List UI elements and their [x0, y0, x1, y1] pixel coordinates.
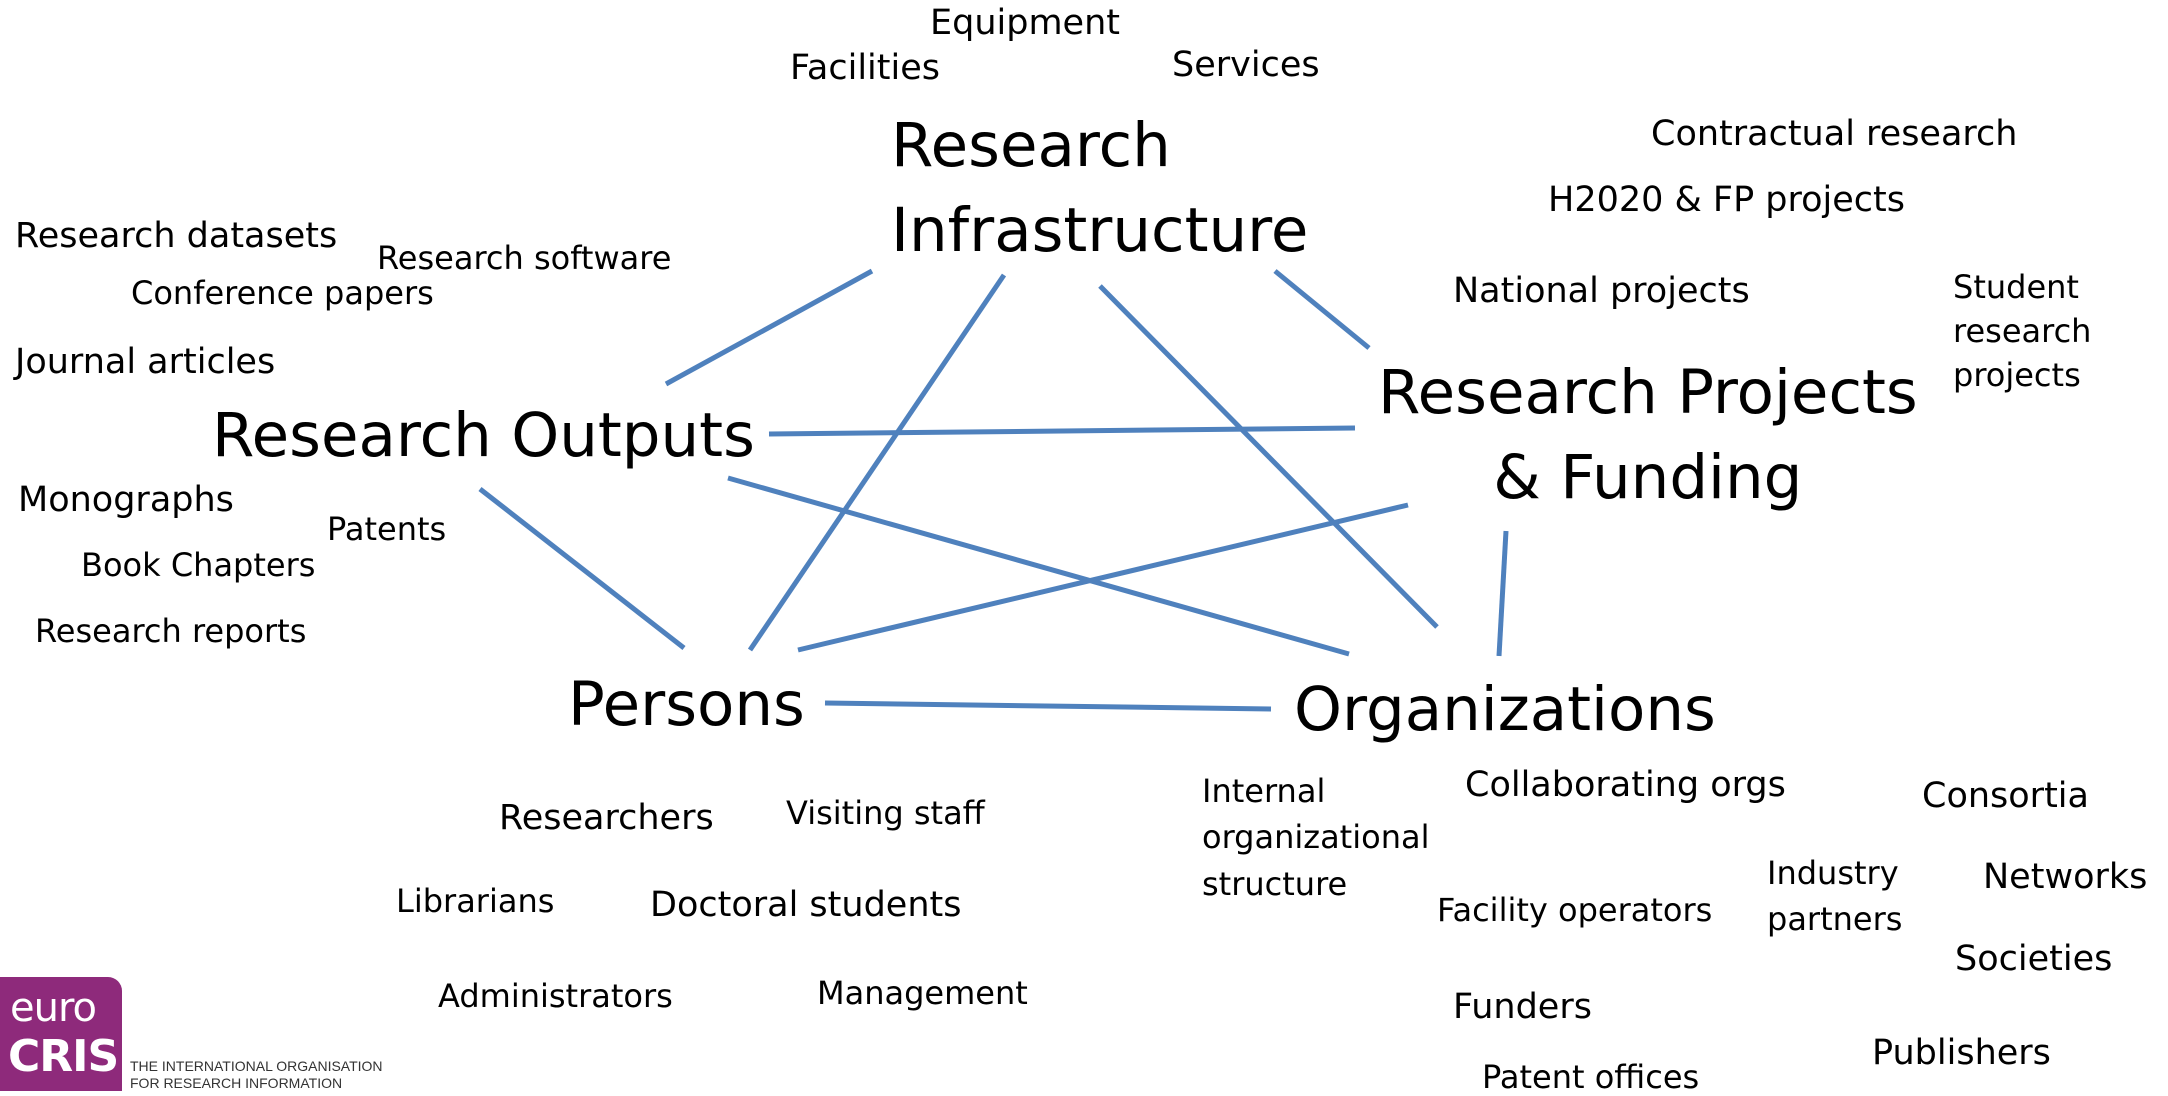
label-funders: Funders [1453, 987, 1592, 1027]
link-outputs-persons [478, 487, 686, 650]
label-visiting-staff: Visiting staff [786, 794, 985, 832]
label-national-projects: National projects [1453, 271, 1750, 311]
label-research-software: Research software [377, 239, 672, 277]
link-outputs-organizations [727, 475, 1350, 657]
label-patents: Patents [327, 510, 447, 548]
label-book-chapters: Book Chapters [81, 546, 316, 584]
label-facility-operators: Facility operators [1437, 891, 1713, 929]
logo-tagline-line1: THE INTERNATIONAL ORGANISATION [130, 1058, 383, 1074]
label-monographs: Monographs [18, 480, 234, 520]
link-infrastructure-persons [747, 273, 1007, 652]
label-researchers: Researchers [499, 798, 714, 838]
hub-research-outputs: Research Outputs [212, 400, 755, 471]
label-internal-organizational-structure: Internal organizational structure [1202, 772, 1430, 903]
hub-persons: Persons [568, 669, 805, 740]
link-infrastructure-outputs [664, 268, 874, 387]
hub-research-infrastructure: Research Infrastructure [891, 103, 1308, 274]
link-infrastructure-organizations [1098, 284, 1439, 629]
link-infrastructure-projects [1273, 269, 1371, 350]
label-research-datasets: Research datasets [15, 216, 338, 256]
label-librarians: Librarians [396, 882, 555, 920]
label-collaborating-orgs: Collaborating orgs [1465, 765, 1786, 805]
label-consortia: Consortia [1922, 776, 2089, 816]
label-conference-papers: Conference papers [131, 274, 434, 312]
label-research-reports: Research reports [35, 612, 307, 650]
label-industry-partners: Industry partners [1767, 854, 1903, 939]
label-doctoral-students: Doctoral students [650, 885, 962, 925]
hub-research-projects-funding: Research Projects & Funding [1378, 357, 1918, 514]
label-h2020-fp-projects: H2020 & FP projects [1548, 180, 1906, 220]
hub-organizations: Organizations [1294, 674, 1716, 745]
label-journal-articles: Journal articles [15, 342, 276, 382]
label-services: Services [1172, 45, 1320, 85]
eurocris-logo-mark: euro CRIS [0, 977, 122, 1091]
label-contractual-research: Contractual research [1651, 114, 2018, 154]
link-outputs-projects [768, 425, 1356, 437]
link-persons-organizations [824, 700, 1272, 712]
label-facilities: Facilities [790, 48, 940, 88]
label-administrators: Administrators [438, 977, 673, 1015]
link-projects-persons [797, 502, 1409, 653]
logo-text-cris: CRIS [8, 1031, 119, 1082]
logo-tagline-line2: FOR RESEARCH INFORMATION [130, 1075, 343, 1091]
label-equipment: Equipment [930, 3, 1120, 43]
link-projects-organizations [1496, 530, 1509, 657]
label-patent-offices: Patent offices [1482, 1058, 1700, 1096]
label-management: Management [817, 974, 1028, 1012]
label-networks: Networks [1983, 857, 2148, 897]
label-student-research-projects: Student research projects [1953, 268, 2092, 395]
label-publishers: Publishers [1872, 1033, 2051, 1073]
hub-research-infrastructure-label: Research Infrastructure [891, 110, 1309, 267]
logo-text-euro: euro [10, 985, 97, 1031]
label-societies: Societies [1955, 939, 2113, 979]
